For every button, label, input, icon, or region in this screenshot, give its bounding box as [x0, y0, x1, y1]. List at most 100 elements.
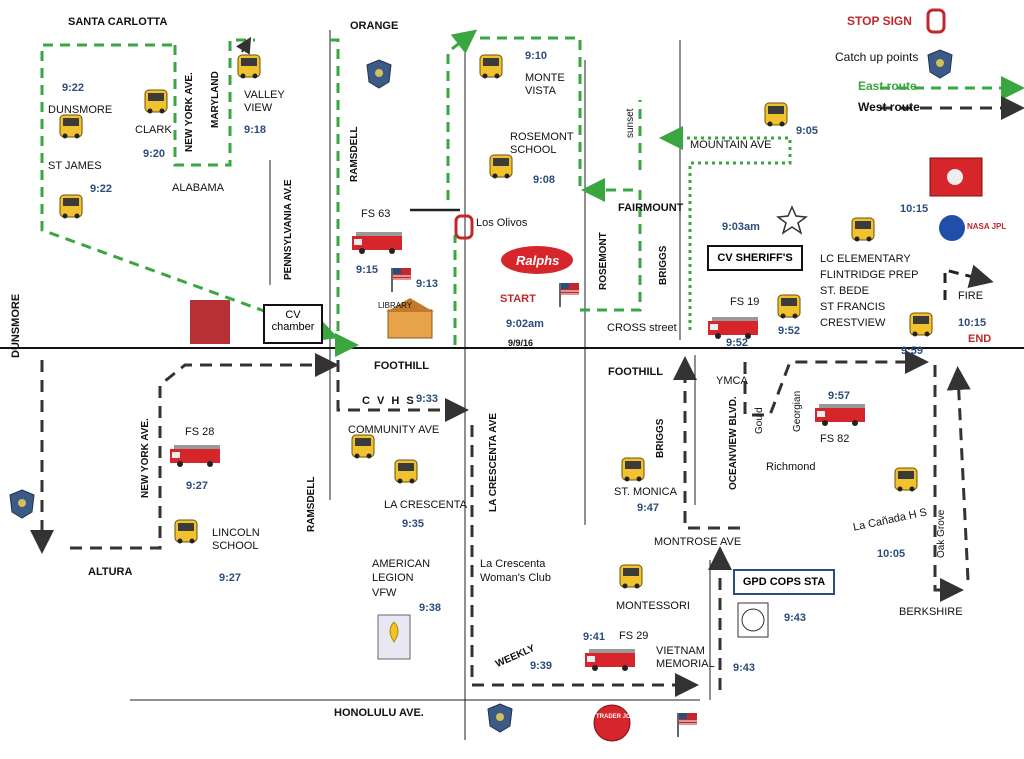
- street-community-ave: COMMUNITY AVE: [348, 424, 440, 436]
- time-label: 9:41: [583, 631, 606, 643]
- fire-truck-icon: [585, 649, 635, 671]
- street-alabama: ALABAMA: [172, 182, 224, 194]
- street-foothill-left: FOOTHILL: [374, 360, 429, 372]
- street-rosemont: ROSEMONT: [598, 232, 609, 290]
- street-ramsdell-bottom: RAMSDELL: [306, 476, 317, 532]
- street-mountain-ave: MOUNTAIN AVE: [690, 139, 772, 151]
- stop-american-legion: AMERICAN LEGION VFW: [372, 558, 431, 599]
- time-label: 10:15: [900, 203, 929, 215]
- fire-engine-photo-icon: [947, 169, 963, 185]
- street-pennsylvania: PENNSYLVANIA AV.E: [283, 179, 294, 280]
- stop-cvhs: C V H S: [362, 395, 416, 407]
- start-label: START: [500, 293, 536, 305]
- start-date: 9/9/16: [508, 338, 534, 348]
- street-honolulu: HONOLULU AVE.: [334, 707, 424, 719]
- flag-icon: [391, 267, 412, 293]
- time-label: 9:43: [784, 612, 807, 624]
- stop-monte-vista: MONTE VISTA: [525, 72, 565, 97]
- west-route-path: [673, 356, 740, 530]
- trader-joes-label: TRADER JOE'S: [596, 714, 641, 720]
- stop-fs19: FS 19: [730, 296, 760, 308]
- school-bus-icon: [894, 467, 918, 492]
- flag-icon: [559, 282, 580, 308]
- fire-truck-icon: [352, 232, 402, 254]
- school-bus-icon: [621, 457, 645, 482]
- time-label: 9:02am: [506, 318, 544, 330]
- school-bus-icon: [59, 114, 83, 139]
- time-label: 9:20: [143, 148, 166, 160]
- time-label: 9:33: [416, 393, 439, 405]
- trader-joes-logo-icon: [593, 704, 631, 742]
- east-route-path: [580, 178, 642, 312]
- stop-fire: FIRE: [958, 290, 984, 302]
- cv-chamber-label: CV chamber: [271, 309, 315, 333]
- street-dunsmore: DUNSMORE: [10, 293, 22, 358]
- time-label: 9:43: [733, 662, 756, 674]
- west-route: [30, 96, 1024, 697]
- street-altura: ALTURA: [88, 566, 133, 578]
- street-georgian: Georgian: [792, 390, 803, 432]
- street-orange: ORANGE: [350, 20, 399, 32]
- sheriff-star-icon: [776, 205, 808, 235]
- gpd-seal-icon: [741, 608, 765, 632]
- street-maryland: MARYLAND: [210, 71, 221, 128]
- catch-up-badge-icon: [366, 59, 392, 89]
- street-los-olivos: Los Olivos: [476, 217, 528, 229]
- street-gould: Gould: [754, 407, 765, 434]
- nasa-label: NASA JPL: [967, 222, 1007, 231]
- west-route-path: [946, 366, 971, 581]
- street-richmond: Richmond: [766, 461, 816, 473]
- west-route-path: [336, 360, 469, 422]
- school-bus-icon: [777, 294, 801, 319]
- library-icon: [387, 309, 433, 339]
- street-fairmount: FAIRMOUNT: [618, 202, 684, 214]
- gpd-cops-box: GPD COPS STA: [733, 569, 835, 595]
- cv-sheriffs-box: CV SHERIFF'S: [707, 245, 803, 271]
- school-bus-icon: [351, 434, 375, 459]
- time-label: 9:10: [525, 50, 548, 62]
- time-label: 9:52: [778, 325, 801, 337]
- stop-rosemont-school: ROSEMONT SCHOOL: [510, 131, 574, 156]
- stop-fs82: FS 82: [820, 433, 850, 445]
- school-bus-icon: [237, 54, 261, 79]
- time-label: 9:35: [402, 518, 425, 530]
- legend-west-route: West route: [858, 100, 920, 114]
- east-route-path: [330, 38, 359, 357]
- stop-st-monica: ST. MONICA: [614, 486, 677, 498]
- stop-vietnam-memorial: VIETNAM MEMORIAL: [656, 645, 715, 670]
- time-label: 9:59: [901, 345, 924, 357]
- time-label: 9:27: [219, 572, 242, 584]
- fire-truck-icon: [815, 404, 865, 426]
- west-route-path: [70, 353, 339, 550]
- time-label: 9:27: [186, 480, 209, 492]
- stop-sign-icon: [926, 8, 946, 34]
- cv-chamber-box: CV chamber: [263, 304, 323, 344]
- time-label: 9:18: [244, 124, 267, 136]
- stop-fs28: FS 28: [185, 426, 215, 438]
- school-bus-icon: [764, 102, 788, 127]
- west-route-path: [933, 365, 964, 602]
- ralphs-label: Ralphs: [516, 253, 560, 268]
- school-bus-icon: [174, 519, 198, 544]
- street-sunset: sunset: [625, 108, 636, 138]
- time-label: 10:15: [958, 317, 987, 329]
- street-oak-grove: Oak Grove: [936, 509, 947, 558]
- stop-sign-icon: [454, 214, 474, 240]
- time-label: 9:22: [90, 183, 113, 195]
- street-santa-carlotta: SANTA CARLOTTA: [68, 16, 168, 28]
- time-label: 9:15: [356, 264, 379, 276]
- time-label: 9:38: [419, 602, 442, 614]
- street-oceanview: OCEANVIEW BLVD.: [728, 396, 739, 490]
- catch-up-badge-icon: [487, 703, 513, 733]
- ralphs-logo-icon: [501, 246, 573, 274]
- stop-dunsmore: DUNSMORE: [48, 104, 113, 116]
- school-bus-icon: [394, 459, 418, 484]
- pointer-arrow-icon: [235, 36, 252, 55]
- street-briggs-top: BRIGGS: [658, 245, 669, 285]
- stop-valley-view: VALLEY VIEW: [244, 89, 285, 114]
- time-label: 9:52: [726, 337, 749, 349]
- catch-up-badge-icon: [9, 489, 35, 519]
- east-route-path: [943, 264, 994, 300]
- time-label: 9:39: [530, 660, 553, 672]
- school-bus-icon: [144, 89, 168, 114]
